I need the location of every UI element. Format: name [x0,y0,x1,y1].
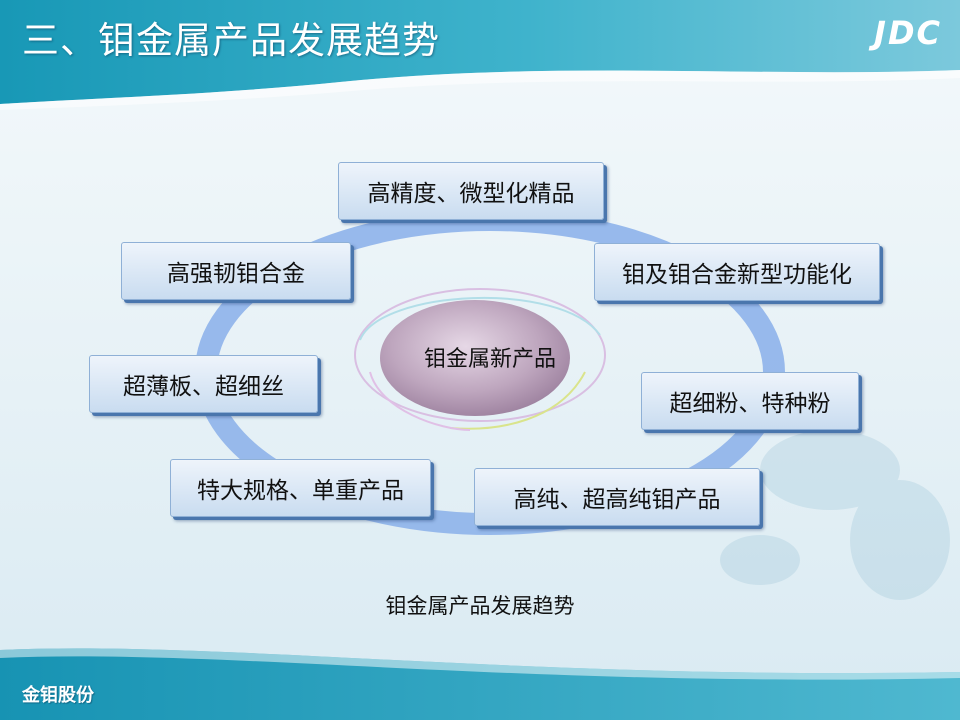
center-node-label: 钼金属新产品 [423,347,556,372]
footer-brand: 金钼股份 [22,685,94,706]
trend-node-strong-alloy: 高强韧钼合金 [121,242,351,300]
trend-node-functional: 钼及钼合金新型功能化 [594,243,880,301]
slide-title: 三、钼金属产品发展趋势 [22,19,440,62]
trend-node-high-purity: 高纯、超高纯钼产品 [474,468,760,526]
header-banner: 三、钼金属产品发展趋势 JDC [0,0,960,105]
trend-node-ultrafine-powder: 超细粉、特种粉 [641,372,859,430]
trend-node-precision: 高精度、微型化精品 [338,162,604,220]
trend-node-large-size: 特大规格、单重产品 [170,459,431,517]
company-logo: JDC [874,14,942,52]
diagram-caption: 钼金属产品发展趋势 [385,594,575,618]
trend-node-thin-sheet-wire: 超薄板、超细丝 [89,355,318,413]
